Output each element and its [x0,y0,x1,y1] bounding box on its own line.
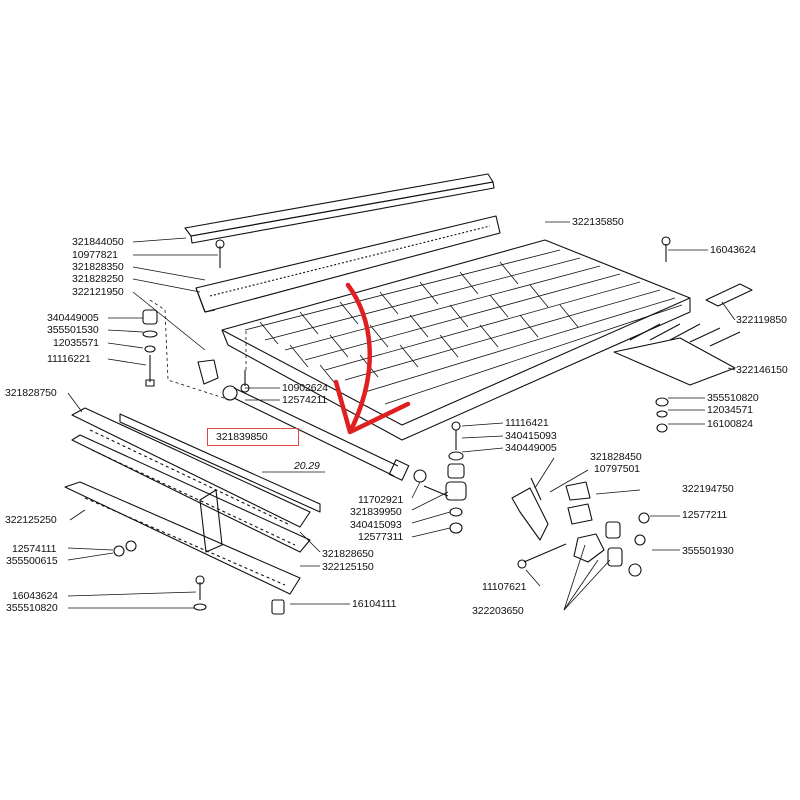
part-label: 340449005 [505,442,557,454]
part-label: 322135850 [572,216,624,228]
part-label: 322194750 [682,483,734,495]
part-label: 16043624 [12,590,58,602]
part-label: 321839950 [350,506,402,518]
part-label: 322121950 [72,286,124,298]
part-label: 321828650 [322,548,374,560]
part-label: 321844050 [72,236,124,248]
part-label: 321828250 [72,273,124,285]
part-label: 16043624 [710,244,756,256]
part-label: 321828750 [5,387,57,399]
part-label: 340449005 [47,312,99,324]
part-label: 12577211 [682,509,728,521]
part-label: 11116221 [47,353,91,365]
part-label: 11116421 [505,417,549,429]
part-label: 10902624 [282,382,328,394]
red-annotation-arrow [333,282,411,435]
dimension-label: 20.29 [294,460,320,472]
part-label: 355501930 [682,545,734,557]
upper-knife-rail [195,215,501,313]
part-label: 355510820 [707,392,759,404]
right-bolt-set [655,236,671,433]
part-label: 322125250 [5,514,57,526]
part-label: 12035571 [53,337,99,349]
small-plate [705,283,753,307]
leader-lines [67,221,736,611]
part-label: 322203650 [472,605,524,617]
connecting-rod [222,370,410,481]
part-label: 12574111 [12,543,57,555]
part-label: 16104111 [352,598,397,610]
part-label: 355501530 [47,324,99,336]
part-label: 11702921 [358,494,404,506]
lower-hardware [113,540,285,615]
part-label: 322146150 [736,364,788,376]
part-label: 16100824 [707,418,753,430]
sieve-grate [221,239,691,441]
guide-lines [149,299,247,401]
part-label: 12034571 [707,404,753,416]
part-label: 322125150 [322,561,374,573]
part-label: 321828350 [72,261,124,273]
highlighted-part-box [207,428,299,446]
part-label: 10797501 [594,463,640,475]
part-label: 12574211 [282,394,328,406]
part-label: 321828450 [590,451,642,463]
center-bolt-stack [413,421,467,534]
highlighted-part-label: 321839850 [216,431,268,443]
part-label: 355500615 [6,555,58,567]
left-hardware [142,239,225,387]
part-label: 340415093 [505,430,557,442]
part-label: 10977821 [72,249,118,261]
right-fingers-bracket [613,323,741,386]
part-label: 322119850 [736,314,787,326]
part-label: 340415093 [350,519,402,531]
top-cover-strip [184,173,495,244]
part-label: 12577311 [358,531,404,543]
right-linkage-mechanism [511,477,650,577]
part-label: 11107621 [482,581,527,593]
part-label: 355510820 [6,602,58,614]
